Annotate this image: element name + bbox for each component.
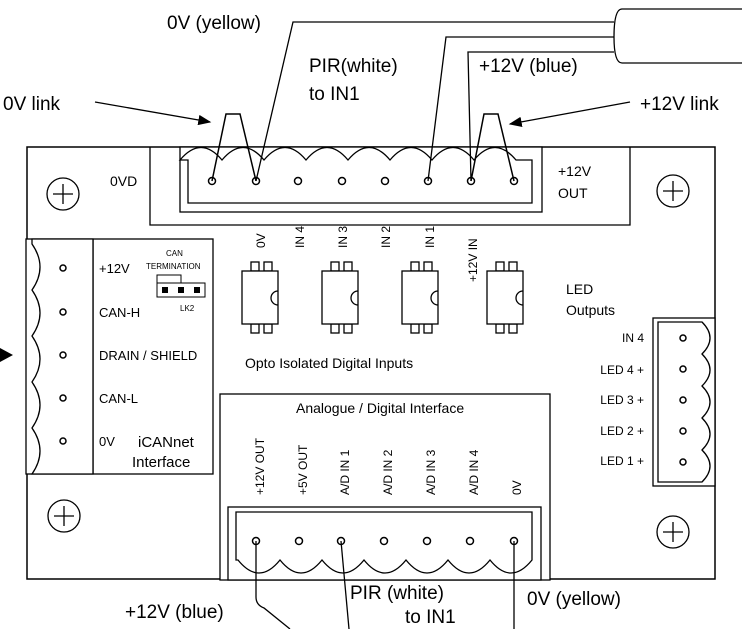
top-wire-yellow xyxy=(255,21,614,182)
ov-link-wire xyxy=(211,113,257,182)
can-pin-label: DRAIN / SHIELD xyxy=(99,348,197,363)
analogue-pin-label: +5V OUT xyxy=(296,444,310,495)
lk2-jumper xyxy=(156,274,206,298)
icannet-interface-label: Interface xyxy=(132,454,190,471)
lk2-label: LK2 xyxy=(180,304,195,313)
analogue-pin-label: A/D IN 1 xyxy=(338,449,352,495)
analogue-digital-title: Analogue / Digital Interface xyxy=(296,400,464,416)
ov-yellow-bottom-label: 0V (yellow) xyxy=(527,589,621,610)
ov-link-arrow xyxy=(94,101,212,126)
ov-link-label: 0V link xyxy=(3,94,61,115)
opto-pin-label: IN 1 xyxy=(423,226,437,248)
opto-input-area xyxy=(149,147,631,226)
top-wire-blue xyxy=(467,51,614,182)
can-terminal-pins xyxy=(59,264,67,445)
opto-coupler xyxy=(241,261,279,334)
can-pin-label: +12V xyxy=(99,261,130,276)
opto-pin-label: +12V IN xyxy=(466,238,480,282)
analogue-pin-label: A/D IN 4 xyxy=(467,449,481,495)
led-terminal-block xyxy=(657,321,711,483)
sensor-cable xyxy=(613,8,742,64)
led-output-label: LED 4 + xyxy=(600,363,644,377)
plus12v-link-arrow xyxy=(508,101,631,128)
analogue-pin-label: A/D IN 2 xyxy=(381,449,395,495)
can-pin-label: CAN-L xyxy=(99,391,138,406)
led-output-label: IN 4 xyxy=(622,331,644,345)
top-terminal-block xyxy=(178,146,533,204)
led-terminal-pins xyxy=(679,334,687,466)
bottom-wire-white xyxy=(340,540,350,629)
plus12v-blue-top-label: +12V (blue) xyxy=(479,56,578,77)
opto-coupler xyxy=(401,261,439,334)
plus12v-link-label: +12V link xyxy=(640,94,719,115)
analogue-pin-label: A/D IN 3 xyxy=(424,449,438,495)
can-pin-label: CAN-H xyxy=(99,305,140,320)
ovd-label: 0VD xyxy=(110,173,137,189)
plus12v-blue-bottom-label: +12V (blue) xyxy=(125,602,224,623)
mounting-hole-top-right xyxy=(656,174,690,208)
mounting-hole-bottom-right xyxy=(656,515,690,549)
mounting-hole-top-left xyxy=(46,177,80,211)
opto-pin-label: IN 2 xyxy=(379,226,393,248)
pir-to-in1-bottom-label: to IN1 xyxy=(405,607,456,628)
opto-pin-label: IN 3 xyxy=(336,226,350,248)
can-termination-label: CAN xyxy=(166,249,183,258)
plus12v-link-wire xyxy=(470,113,515,182)
bottom-terminal-block xyxy=(235,511,533,574)
pir-to-in1-top-label: to IN1 xyxy=(309,84,360,105)
opto-title: Opto Isolated Digital Inputs xyxy=(245,355,413,371)
led-output-label: LED 3 + xyxy=(600,393,644,407)
opto-pin-label: 0V xyxy=(254,233,268,248)
can-entry-arrow-icon xyxy=(0,348,13,362)
plus12v-out-label-2: OUT xyxy=(558,185,588,201)
opto-coupler xyxy=(486,261,524,334)
top-wire-white xyxy=(427,36,614,182)
opto-pin-label: IN 4 xyxy=(293,226,307,248)
can-termination-label-2: TERMINATION xyxy=(146,262,201,271)
icannet-label: iCANnet xyxy=(138,434,195,451)
can-pin-label: 0V xyxy=(99,434,115,449)
pir-white-bottom-label: PIR (white) xyxy=(350,583,444,604)
can-terminal-block xyxy=(30,238,94,475)
led-output-label: LED 2 + xyxy=(600,424,644,438)
led-outputs-title-2: Outputs xyxy=(566,302,615,318)
bottom-wire-blue xyxy=(255,541,291,629)
analogue-pin-label: +12V OUT xyxy=(253,437,267,495)
analogue-pin-label: 0V xyxy=(510,480,524,495)
ov-yellow-top-label: 0V (yellow) xyxy=(167,13,261,34)
mounting-hole-bottom-left xyxy=(47,499,81,533)
led-output-label: LED 1 + xyxy=(600,454,644,468)
opto-coupler xyxy=(321,261,359,334)
pir-white-top-label: PIR(white) xyxy=(309,56,398,77)
led-outputs-title: LED xyxy=(566,281,593,297)
plus12v-out-label: +12V xyxy=(558,163,592,179)
